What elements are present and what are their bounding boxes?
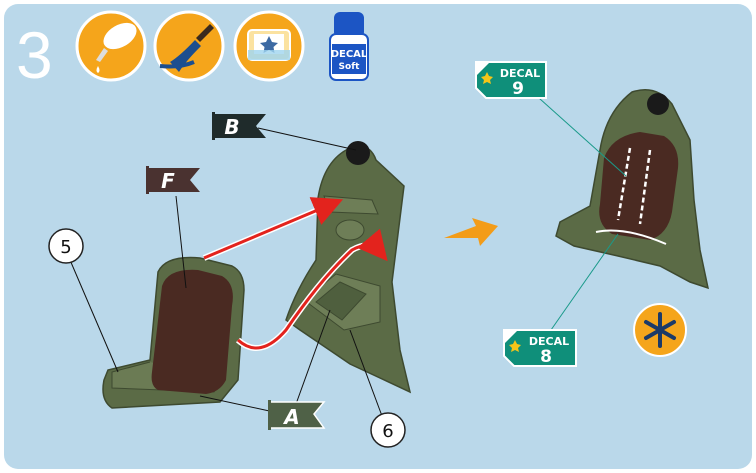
- paint-brush-icon: [153, 10, 225, 82]
- decal-9-number: 9: [512, 79, 524, 99]
- flag-f: F: [146, 166, 200, 194]
- flag-f-label: F: [161, 169, 175, 193]
- seat-back-part-6: [285, 141, 412, 394]
- assembly-arrows: [202, 197, 388, 351]
- result-direction-arrow: [444, 218, 498, 246]
- assembly-arrow-upper: [203, 197, 344, 260]
- part-number-6-label: 6: [382, 421, 393, 442]
- part-number-5-label: 5: [60, 237, 71, 258]
- decal-9-star-icon: [481, 72, 493, 84]
- decal-9-tag: DECAL 9: [475, 61, 547, 99]
- leader-lines: [69, 127, 383, 417]
- assembled-seat-cushion: [599, 132, 679, 240]
- asterisk-finish-icon: [633, 303, 687, 357]
- flag-a: A: [268, 400, 326, 430]
- bottle-label-2: Soft: [339, 62, 361, 72]
- flag-b: B: [212, 112, 266, 140]
- bottle-label-1: DECAL: [331, 49, 368, 60]
- flag-a-label: A: [282, 405, 299, 429]
- apply-glue-icon: [75, 10, 147, 82]
- decal-8-number: 8: [540, 347, 552, 367]
- seat-cushion: [151, 269, 233, 394]
- step-number: 3: [16, 18, 53, 92]
- water-slide-decal-icon: [233, 10, 305, 82]
- flag-b-label: B: [224, 115, 239, 139]
- decal-soft-bottle-icon: DECAL Soft: [329, 12, 369, 81]
- decal-8-word: DECAL: [529, 335, 569, 348]
- part-number-6: 6: [370, 412, 406, 448]
- decal-8-tag: DECAL 8: [503, 329, 577, 367]
- decal-9-belt-right: [638, 149, 652, 225]
- seat-part-5: [102, 256, 245, 409]
- decal-8-star-icon: [509, 340, 521, 352]
- assembly-arrow-lower: [236, 228, 388, 350]
- decal-9-belt-left: [616, 147, 632, 221]
- decal-8-belt: [595, 229, 667, 245]
- decal-9-word: DECAL: [500, 67, 540, 80]
- decal-leader-lines: [529, 89, 627, 341]
- part-number-5: 5: [48, 228, 84, 264]
- assembled-seat: [555, 89, 710, 290]
